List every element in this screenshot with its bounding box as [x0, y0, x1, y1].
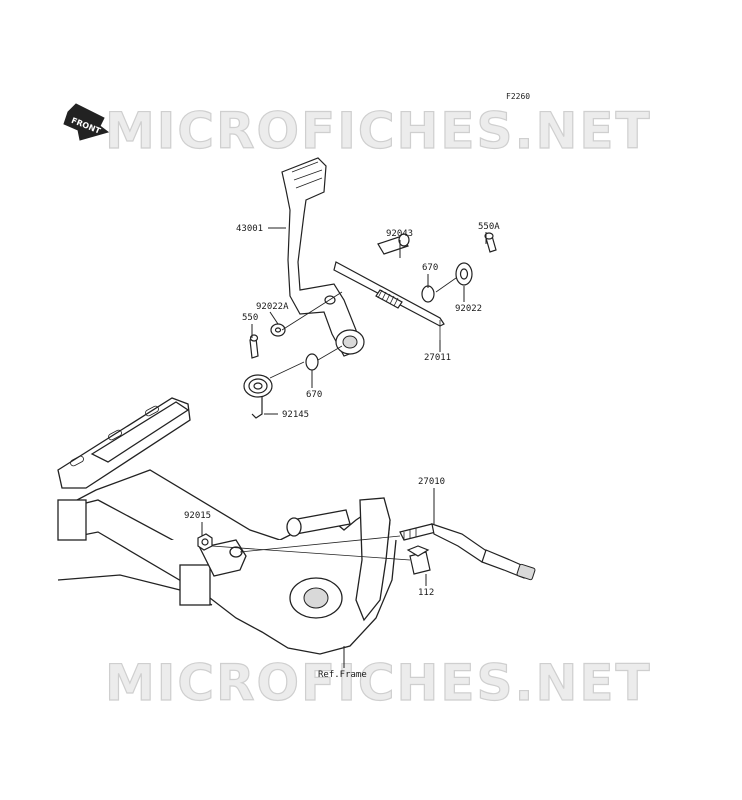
label-27010: 27010: [418, 477, 445, 487]
washer-92022A: [270, 323, 286, 337]
leader-lines: [201, 227, 487, 668]
label-27011: 27011: [424, 353, 451, 363]
figure-code: F2260: [506, 92, 530, 101]
cotter-pin-550A: [484, 232, 497, 253]
label-550A: 550A: [478, 222, 500, 232]
brake-switch-27010: [399, 523, 536, 581]
return-spring-92145: [243, 374, 273, 419]
label-550: 550: [242, 313, 258, 323]
frame-assembly: [57, 397, 397, 655]
cotter-pin-550: [249, 334, 259, 359]
nut-92015: [197, 533, 213, 551]
label-43001: 43001: [236, 224, 263, 234]
watermark-top: MICROFICHES.NET: [105, 102, 652, 160]
label-670-bottom: 670: [306, 390, 322, 400]
o-ring-670-top: [421, 285, 435, 303]
label-92043: 92043: [386, 229, 413, 239]
washer-92022: [455, 262, 473, 286]
brake-pedal-43001: [281, 157, 365, 357]
brake-rod-27011: [333, 261, 445, 340]
watermark-bottom: MICROFICHES.NET: [105, 654, 652, 712]
rod-spring: [375, 289, 403, 309]
front-arrow-icon: FRONT: [63, 103, 110, 141]
label-92145: 92145: [282, 410, 309, 420]
bolt-112: [406, 545, 431, 575]
label-ref-frame: Ref.Frame: [318, 670, 367, 680]
label-670-top: 670: [422, 263, 438, 273]
label-92022: 92022: [455, 304, 482, 314]
label-92022A: 92022A: [256, 302, 289, 312]
label-112: 112: [418, 588, 434, 598]
o-ring-670-bottom: [305, 353, 319, 371]
label-92015: 92015: [184, 511, 211, 521]
